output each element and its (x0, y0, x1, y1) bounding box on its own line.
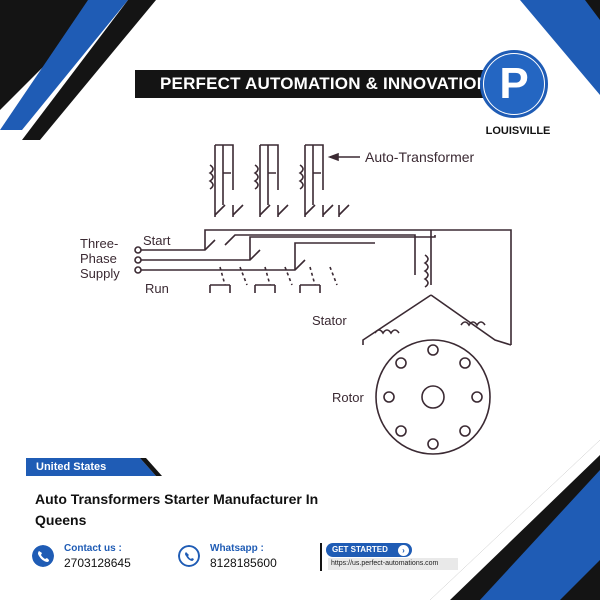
label-rotor: Rotor (332, 390, 364, 405)
get-started-button[interactable]: GET STARTED (326, 543, 412, 557)
city-label: LOUISVILLE (485, 125, 551, 137)
label-supply-line1: Three- (80, 236, 118, 251)
stator-windings (362, 230, 512, 346)
whatsapp-icon[interactable] (178, 545, 200, 567)
whatsapp-label: Whatsapp : (210, 543, 264, 554)
phone-number[interactable]: 2703128645 (64, 556, 131, 570)
label-run: Run (145, 281, 169, 296)
label-supply-line2: Phase (80, 251, 117, 266)
website-url[interactable]: https://us.perfect-automations.com (328, 558, 458, 570)
country-tag: United States (36, 461, 107, 473)
supply-lines (135, 229, 512, 345)
label-stator: Stator (312, 313, 347, 328)
chevron-right-icon[interactable]: › (398, 545, 409, 556)
whatsapp-number[interactable]: 8128185600 (210, 556, 277, 570)
rotor (375, 339, 491, 455)
phone-label: Contact us : (64, 543, 122, 554)
brand-logo-inner (484, 54, 544, 114)
start-switches (214, 204, 350, 217)
auto-transformer-coils (208, 144, 360, 205)
brand-title: PERFECT AUTOMATION & INNOVATION (160, 74, 490, 93)
header-bar (135, 70, 525, 98)
label-start: Start (143, 233, 171, 248)
auto-transformer-starter-diagram: Auto-Transformer Three- Phase Supply Sta… (80, 144, 512, 455)
cta-divider (320, 543, 322, 571)
run-switches (209, 266, 338, 293)
label-supply-line3: Supply (80, 266, 120, 281)
brand-logo-letter: P (499, 59, 529, 108)
page-title: Auto Transformers Starter Manufacturer I… (35, 491, 319, 528)
phone-icon[interactable] (32, 545, 54, 567)
label-auto-transformer: Auto-Transformer (365, 149, 475, 165)
